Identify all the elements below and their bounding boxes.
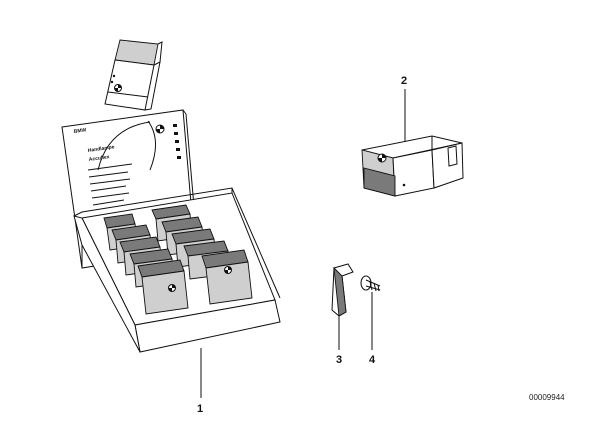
lid-side-marks: [173, 124, 181, 159]
top-lamp: [104, 39, 163, 111]
tray-lamp: [137, 259, 189, 315]
tray-lamps: [103, 204, 253, 315]
callout-2: 2: [401, 75, 407, 87]
tray-lamp: [201, 249, 253, 305]
box-left-wall: [73, 215, 141, 353]
cover-cap: [331, 263, 354, 350]
lid-text-lines: [87, 163, 133, 206]
callout-3: 3: [336, 354, 342, 366]
lid-title-line1: Handlampe: [87, 144, 115, 154]
callout-4: 4: [369, 354, 376, 366]
screw: [360, 275, 381, 350]
callout-1: 1: [197, 403, 203, 415]
diagram-code: 00009944: [529, 393, 565, 402]
hand-lamp: [361, 89, 464, 197]
lid-brand-text: BMW: [73, 127, 86, 135]
lid-title-line2: Accuflex: [88, 154, 110, 163]
display-box-assembly: BMW Handlampe Accuflex: [61, 39, 281, 398]
